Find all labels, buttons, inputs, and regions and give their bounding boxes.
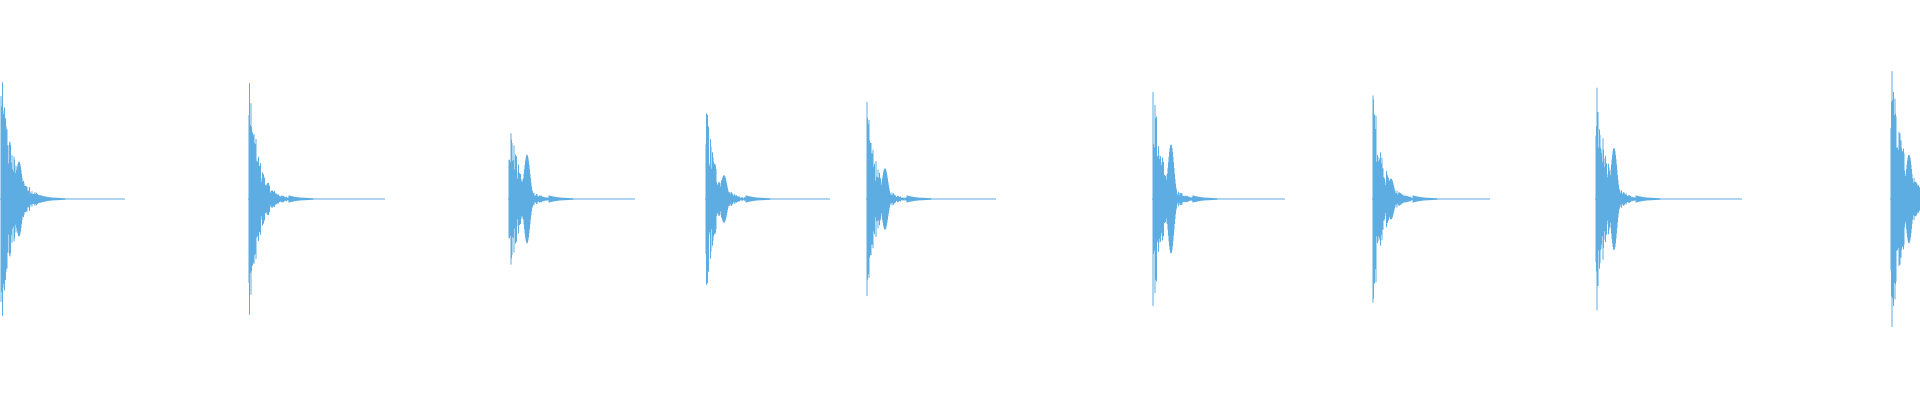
audio-clip-5[interactable] [866, 101, 996, 297]
clip-waveform [248, 83, 314, 315]
audio-clip-1[interactable] [0, 82, 125, 316]
audio-clip-4[interactable] [705, 113, 830, 285]
clip-waveform [0, 82, 66, 316]
audio-clip-3[interactable] [508, 133, 635, 265]
clip-waveform [1372, 95, 1438, 303]
audio-clip-8[interactable] [1595, 87, 1742, 311]
clip-waveform [1595, 87, 1661, 311]
audio-clip-7[interactable] [1372, 95, 1490, 303]
clip-waveform [508, 133, 574, 265]
clip-waveform [705, 113, 771, 285]
audio-clip-2[interactable] [248, 83, 385, 315]
clip-waveform [1152, 92, 1218, 306]
audio-clip-9[interactable] [1890, 71, 1920, 327]
clip-waveform [1890, 71, 1920, 327]
audio-clip-6[interactable] [1152, 92, 1285, 306]
clip-waveform [866, 101, 932, 297]
